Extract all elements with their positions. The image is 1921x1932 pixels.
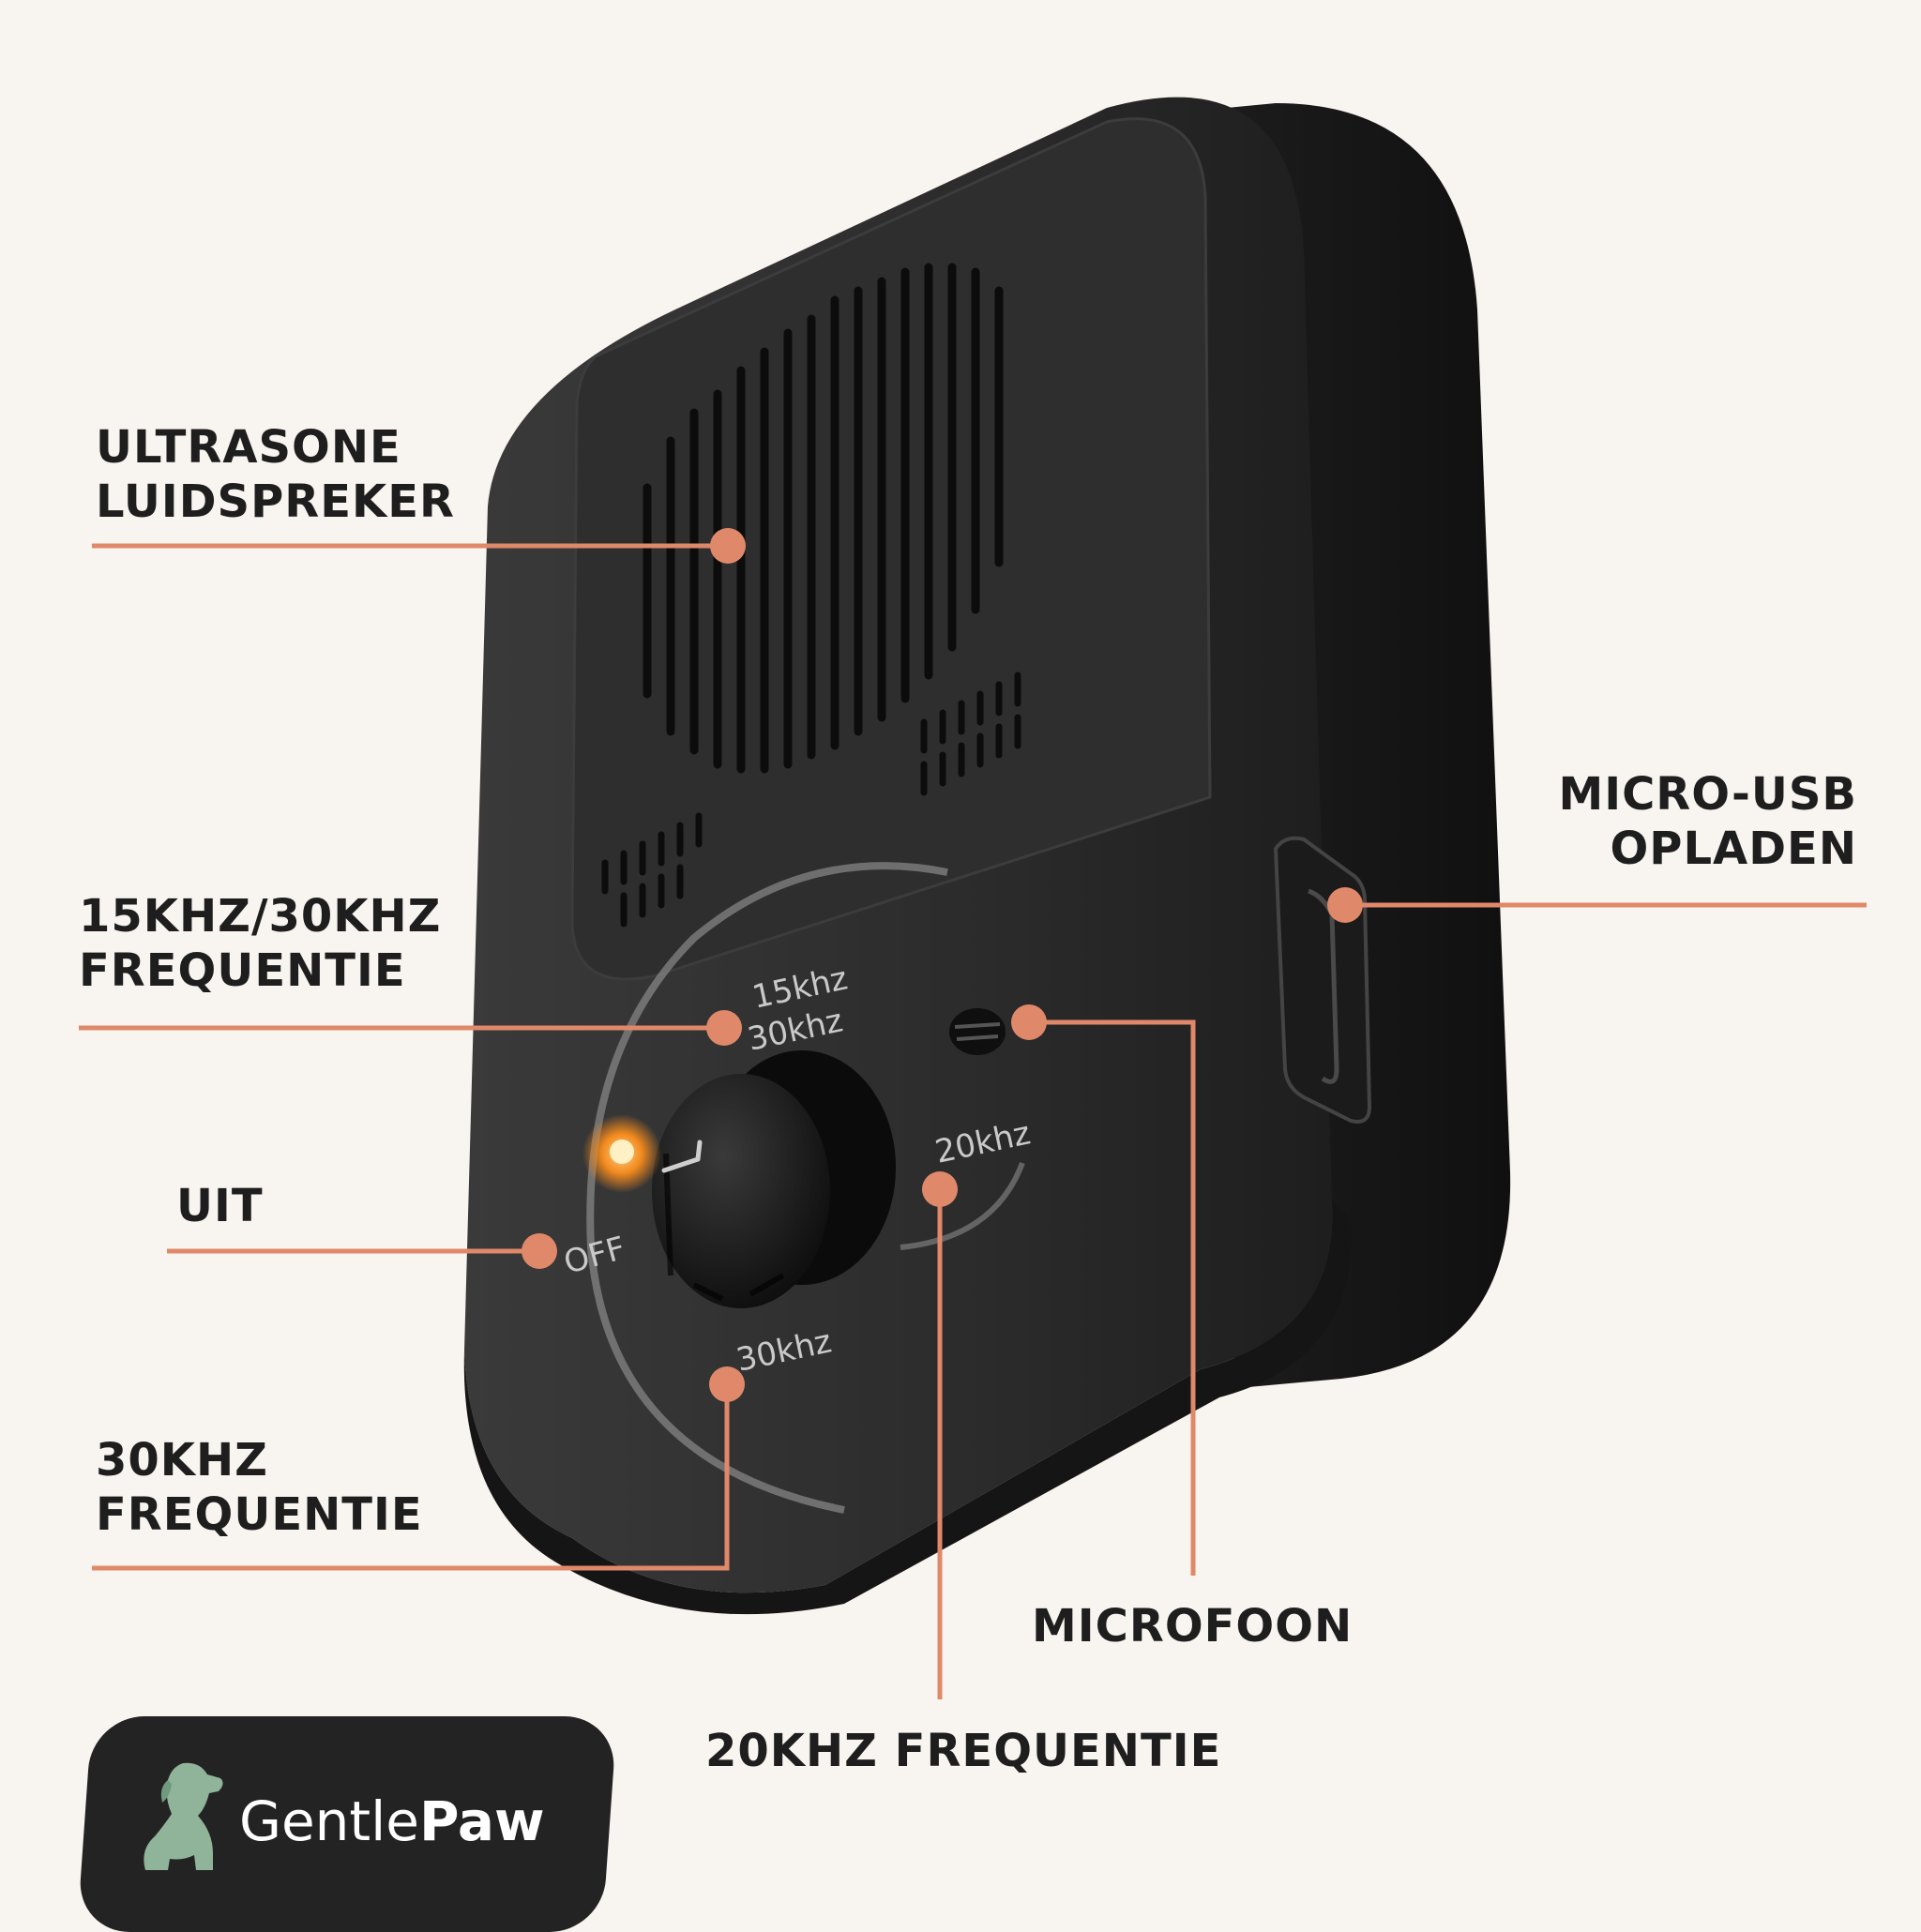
microphone-hole [949, 1008, 1006, 1055]
label-microphone: MICROFOON [1032, 1600, 1354, 1653]
label-20khz-frequency: 20KHZ FREQUENTIE [705, 1725, 1222, 1777]
usb-port [1273, 836, 1372, 1124]
dog-icon [144, 1762, 223, 1870]
device-bottom-rim [463, 1200, 1352, 1615]
callout-lines [79, 543, 1867, 1699]
dial-ring [586, 862, 948, 1514]
vent-grid-right [920, 672, 1021, 796]
label-ultrasonic-speaker: ULTRASONE LUIDSPREKER [96, 421, 455, 528]
label-off: UIT [176, 1180, 264, 1232]
dial-ring-arc [900, 1161, 1025, 1250]
callout-dots [522, 528, 1363, 1402]
label-15-30khz-frequency: 15KHZ/30KHZ FREQUENTIE [79, 890, 442, 997]
vent-grid-left [601, 812, 703, 928]
brand-name: GentlePaw [239, 1789, 545, 1853]
label-micro-usb-charging: MICRO-USB OPLADEN [1558, 768, 1857, 875]
label-30khz-frequency: 30KHZ FREQUENTIE [96, 1434, 423, 1541]
speaker-grille [643, 263, 1004, 774]
frequency-knob [652, 1050, 896, 1308]
speaker-panel [570, 117, 1212, 981]
